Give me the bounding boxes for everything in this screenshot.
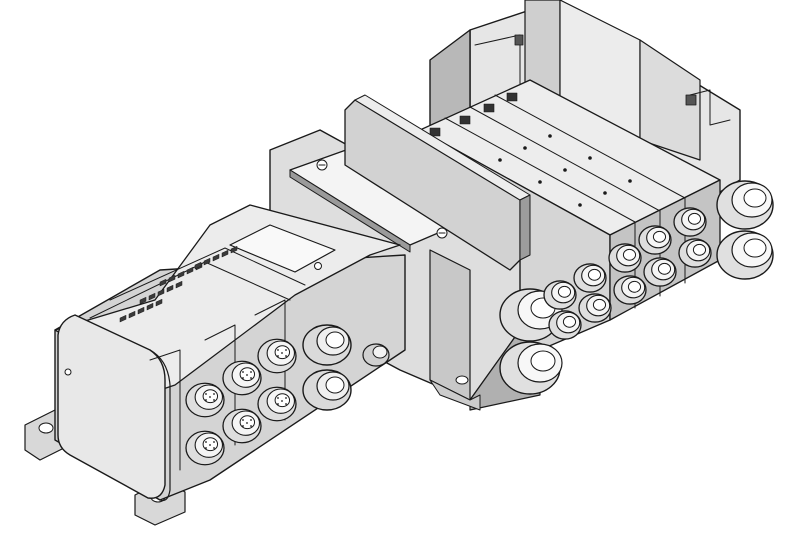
m12-connector-group (185, 338, 297, 466)
led-indicator-slots (119, 246, 238, 323)
led-slot (175, 281, 183, 289)
led-slot (148, 293, 156, 301)
fitting-large (716, 230, 774, 280)
small-fitting (573, 263, 607, 293)
m12-connector (222, 360, 262, 396)
m12-connector (222, 408, 262, 444)
led-slot (157, 289, 165, 297)
fitting-large (716, 180, 774, 230)
led-slot (168, 275, 176, 283)
led-slot (146, 303, 154, 311)
led-slot (186, 267, 194, 275)
fitting-large (499, 341, 563, 395)
small-fitting (613, 275, 647, 305)
small-fitting (608, 243, 642, 273)
led-slot (159, 279, 167, 287)
led-slot (194, 262, 202, 270)
m12-connector (185, 382, 225, 418)
small-fitting (673, 207, 707, 237)
small-fitting (638, 225, 672, 255)
small-fitting-group (543, 207, 712, 340)
led-slot (137, 307, 145, 315)
led-slot (177, 271, 185, 279)
serial-controller (24, 204, 406, 526)
small-fitting (578, 293, 612, 323)
small-fitting (543, 280, 577, 310)
bus-connector (302, 369, 352, 411)
led-slot (203, 258, 211, 266)
led-slot (230, 246, 238, 254)
small-fitting (643, 257, 677, 287)
led-slot (212, 254, 220, 262)
led-slot (221, 250, 229, 258)
bus-connector (302, 324, 352, 366)
m12-connector (185, 430, 225, 466)
led-slot (119, 315, 127, 323)
port-fittings (499, 180, 774, 395)
small-fitting (678, 238, 712, 268)
m12-connector (257, 386, 297, 422)
small-fitting (548, 310, 582, 340)
io-module-slices (89, 247, 306, 471)
m12-connector (257, 338, 297, 374)
led-slot (155, 299, 163, 307)
led-slot (139, 297, 147, 305)
power-connector (362, 343, 390, 367)
led-slot (166, 285, 174, 293)
led-slot (128, 311, 136, 319)
